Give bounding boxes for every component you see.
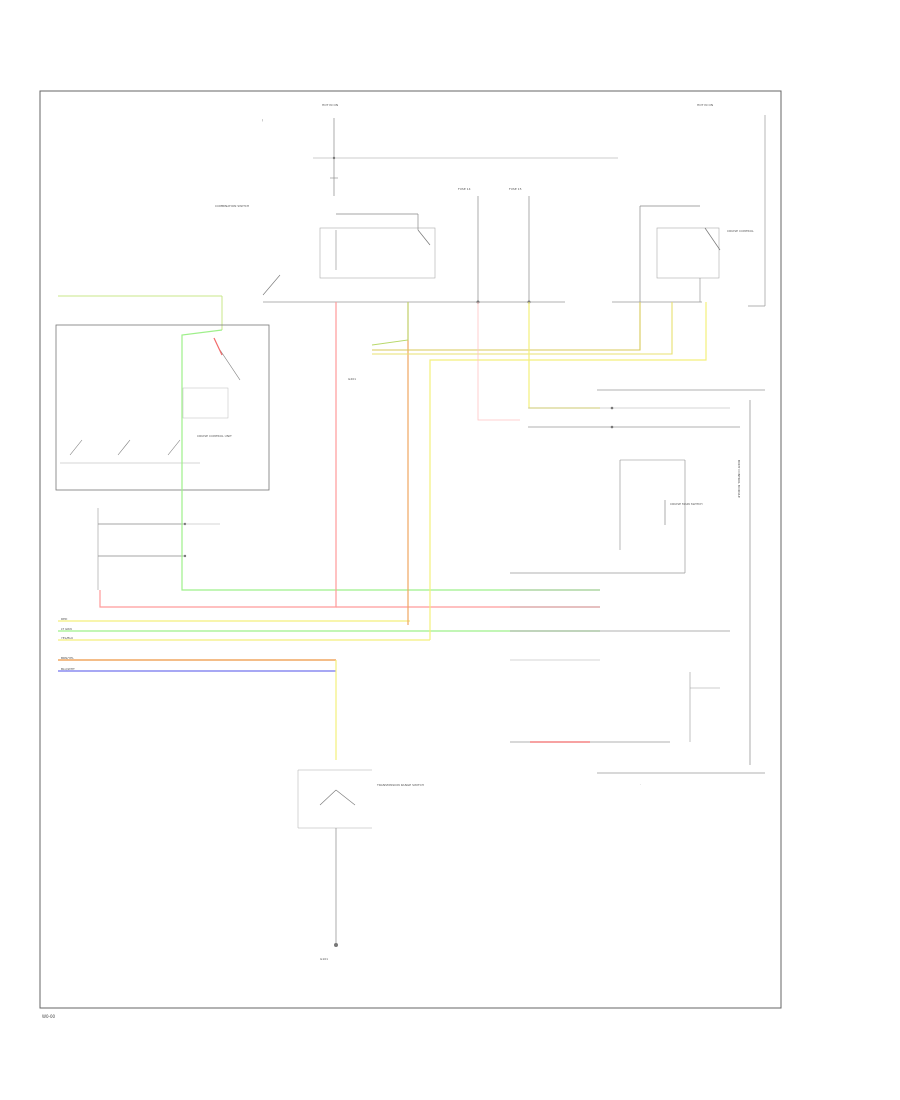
right-panel: BODY CONTROL MODULE . CRUISE MAIN SWITCH: [510, 389, 765, 786]
relay-left: COMBINATION SWITCH: [215, 204, 565, 303]
top-fuse-left-label: HOT IN ON: [322, 103, 338, 107]
fuse-b: FUSE 15: [509, 187, 531, 304]
sensor-bottom-label: TRANSMISSION RANGE SWITCH: [376, 783, 424, 787]
top-fuse-left: HOT IN ON (: [262, 103, 618, 196]
ground-mid-label: G201: [348, 377, 356, 381]
wire-olive-2: [372, 302, 673, 355]
relay-right-label: CRUISE CONTROL: [727, 229, 754, 233]
relay-left-label: COMBINATION SWITCH: [215, 204, 249, 208]
wire-red-inner: [213, 337, 223, 356]
wire-green-mid: [371, 302, 409, 346]
right-unit-label: CRUISE MAIN SWITCH: [670, 502, 703, 506]
module-left-label: CRUISE CONTROL UNIT: [197, 434, 232, 438]
top-fuse-right: HOT IN ON: [697, 103, 766, 307]
wire-label-yellow: YEL/BLU: [61, 636, 73, 640]
right-panel-footer: .: [640, 782, 641, 786]
wire-green-inner: [181, 329, 223, 520]
top-fuse-right-label: HOT IN ON: [697, 103, 713, 107]
wire-pink-fusea: [477, 302, 520, 421]
fuse-b-label: FUSE 15: [509, 187, 522, 191]
relay-right: CRUISE CONTROL: [612, 205, 754, 303]
wire-label-orange: BRN/YEL: [61, 656, 74, 660]
fuse-a: FUSE 14: [458, 187, 480, 304]
wire-label-pink: RED: [61, 617, 68, 621]
fuse-a-label: FUSE 14: [458, 187, 471, 191]
footer-code: W0-00: [42, 1014, 55, 1019]
wire-label-green: LT GRN: [61, 627, 72, 631]
wire-pink: [99, 302, 337, 608]
module-left: CRUISE CONTROL UNIT: [55, 295, 270, 491]
right-panel-label: BODY CONTROL MODULE: [737, 460, 741, 498]
wire-label-blue: BLU/WHT: [61, 667, 75, 671]
wire-olive: [372, 302, 641, 351]
top-fuse-left-desc: (: [262, 118, 263, 122]
sensor-bottom: TRANSMISSION RANGE SWITCH G101: [297, 769, 424, 961]
ground-bottom-label: G101: [320, 957, 328, 961]
diagram-frame: [39, 90, 782, 1009]
wire-yellow-long: [429, 302, 707, 640]
connector-left-lower: [97, 508, 220, 590]
wire-green: [181, 520, 600, 591]
wire-yellow-fuseb: [528, 302, 600, 409]
